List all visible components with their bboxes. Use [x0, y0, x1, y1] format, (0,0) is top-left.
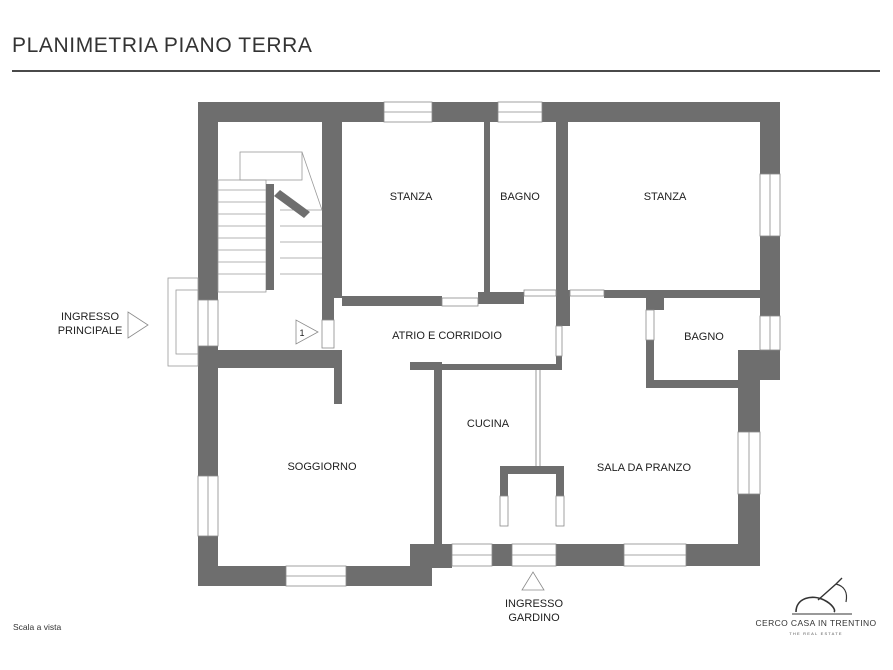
main-entrance-label-line1: INGRESSO [61, 311, 120, 323]
marker-triangle-icon [295, 319, 319, 345]
room-label-bagno-1: BAGNO [500, 191, 540, 203]
garden-entrance-arrow-icon [521, 571, 545, 591]
room-label-bagno-2: BAGNO [684, 331, 724, 343]
brand-tagline: THE REAL ESTATE [789, 631, 843, 636]
house-logo-icon [792, 577, 852, 615]
brand-name: CERCO CASA IN TRENTINO [755, 618, 877, 628]
title-rule [12, 70, 880, 72]
stair-rail [266, 184, 310, 290]
entrance-step [167, 277, 199, 367]
main-entrance-label-line2: PRINCIPALE [58, 325, 123, 337]
scale-note: Scala a vista [13, 622, 62, 632]
main-entrance-arrow-icon [127, 311, 149, 339]
room-label-soggiorno: SOGGIORNO [287, 461, 357, 473]
walls [198, 102, 780, 586]
marker-number: 1 [299, 328, 304, 338]
room-label-stanza-1: STANZA [390, 191, 433, 203]
room-label-cucina: CUCINA [467, 418, 510, 430]
garden-entrance-label-line2: GARDINO [508, 612, 560, 624]
room-label-stanza-2: STANZA [644, 191, 687, 203]
room-label-atrio: ATRIO E CORRIDOIO [392, 330, 502, 342]
plan-title: PLANIMETRIA PIANO TERRA [12, 34, 313, 57]
partition-lines [535, 370, 541, 466]
room-label-sala-pranzo: SALA DA PRANZO [597, 462, 692, 474]
windows [197, 101, 781, 587]
garden-entrance-label-line1: INGRESSO [505, 598, 564, 610]
brand-logo: CERCO CASA IN TRENTINO THE REAL ESTATE [752, 572, 880, 642]
